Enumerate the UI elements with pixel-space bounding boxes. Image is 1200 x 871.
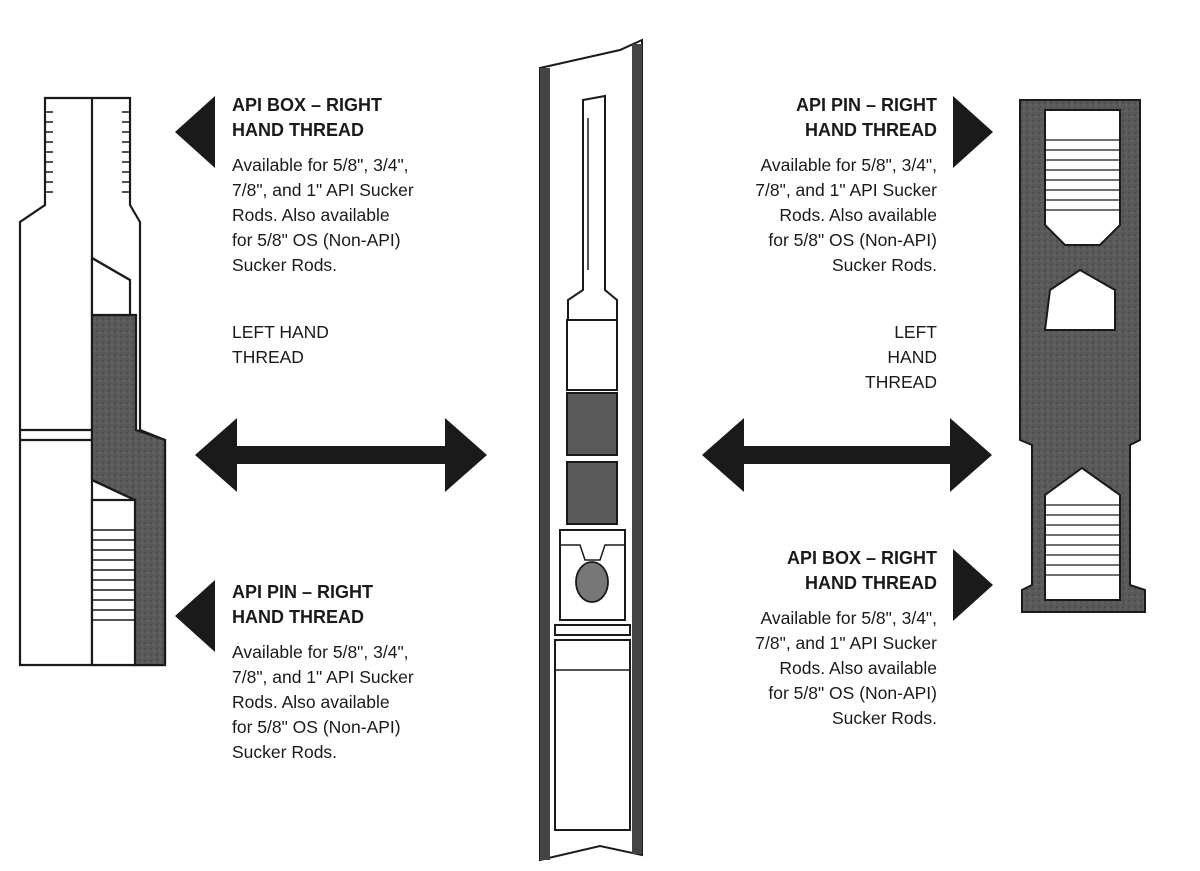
desc-line: for 5/8" OS (Non-API) [768,230,937,250]
desc-line: Rods. Also available [232,205,390,225]
desc-line: Rods. Also available [779,658,937,678]
desc-line: Rods. Also available [232,692,390,712]
desc-line: Rods. Also available [779,205,937,225]
bottom-left-title-line1: API PIN – RIGHT [232,582,374,602]
double-arrow-left [195,418,487,492]
label-left-middle: LEFT HAND THREAD [232,320,329,370]
left-coupling-drawing [18,96,167,667]
top-left-description: Available for 5/8", 3/4", 7/8", and 1" A… [232,153,414,278]
desc-line: Available for 5/8", 3/4", [760,155,937,175]
arrow-bottom-left [175,580,215,652]
label-top-left: API BOX – RIGHT HAND THREAD Available fo… [232,93,414,278]
desc-line: Available for 5/8", 3/4", [760,608,937,628]
desc-line: for 5/8" OS (Non-API) [232,717,401,737]
desc-line: Sucker Rods. [232,255,338,275]
top-left-title-line1: API BOX – RIGHT [232,95,383,115]
desc-line: Sucker Rods. [232,742,338,762]
label-top-right: API PIN – RIGHT HAND THREAD Available fo… [755,93,937,278]
arrow-top-left [175,96,215,168]
desc-line: 7/8", and 1" API Sucker [232,180,414,200]
desc-line: for 5/8" OS (Non-API) [768,683,937,703]
desc-line: Available for 5/8", 3/4", [232,155,409,175]
label-right-middle: LEFT HAND THREAD [865,320,937,395]
desc-line: 7/8", and 1" API Sucker [755,180,937,200]
bottom-right-description: Available for 5/8", 3/4", 7/8", and 1" A… [755,606,937,731]
desc-line: Sucker Rods. [831,255,937,275]
double-arrow-right [702,418,992,492]
right-middle-line: HAND [887,347,937,367]
top-left-title-line2: HAND THREAD [232,120,364,140]
bottom-left-description: Available for 5/8", 3/4", 7/8", and 1" A… [232,640,414,765]
bottom-right-title-line2: HAND THREAD [805,573,937,593]
bottom-left-title-line2: HAND THREAD [232,607,364,627]
desc-line: 7/8", and 1" API Sucker [232,667,414,687]
desc-line: 7/8", and 1" API Sucker [755,633,937,653]
right-middle-line: THREAD [865,372,937,392]
desc-line: for 5/8" OS (Non-API) [232,230,401,250]
top-right-title-line2: HAND THREAD [805,120,937,140]
center-tubing-drawing [539,38,643,862]
label-bottom-left: API PIN – RIGHT HAND THREAD Available fo… [232,580,414,765]
desc-line: Sucker Rods. [831,708,937,728]
left-middle-line: LEFT HAND [232,322,329,342]
arrow-top-right [953,96,993,168]
left-middle-line: THREAD [232,347,304,367]
label-bottom-right: API BOX – RIGHT HAND THREAD Available fo… [755,546,937,731]
right-middle-line: LEFT [894,322,937,342]
top-right-title-line1: API PIN – RIGHT [795,95,937,115]
bottom-right-title-line1: API BOX – RIGHT [786,548,937,568]
top-right-description: Available for 5/8", 3/4", 7/8", and 1" A… [755,153,937,278]
desc-line: Available for 5/8", 3/4", [232,642,409,662]
arrow-bottom-right [953,549,993,621]
right-coupling-drawing [1019,99,1146,613]
